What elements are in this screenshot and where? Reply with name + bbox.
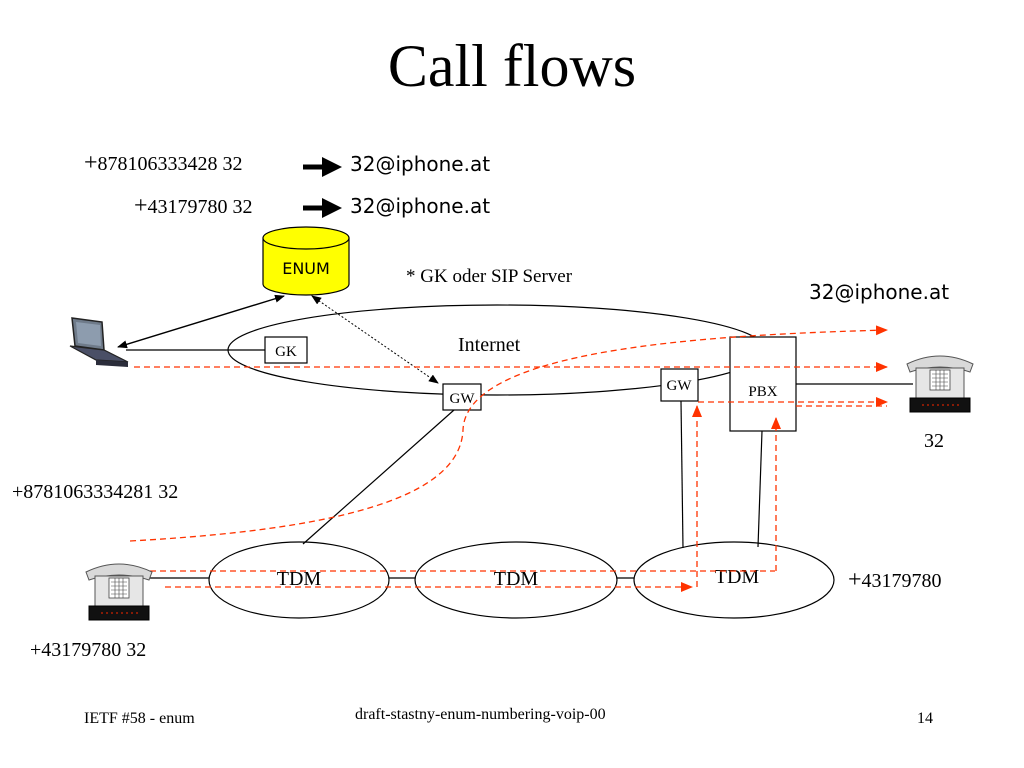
- sip-uri-label: 32@iphone.at: [809, 280, 950, 304]
- left-number-label: +8781063334281 32: [12, 481, 179, 503]
- mapping-plus-2: +: [134, 193, 148, 219]
- gk-box: [264, 336, 308, 364]
- tdm-label-2: TDM: [494, 568, 539, 590]
- right-number-plus: +: [848, 567, 862, 593]
- footer-page-number: 14: [917, 710, 933, 727]
- mapping-digits-2: 43179780 32: [147, 196, 253, 218]
- tdm-network-2: [414, 541, 618, 619]
- tdm-label-1: TDM: [277, 568, 322, 590]
- gk-label: GK: [275, 344, 297, 360]
- gw-pbx-tdm-link: [680, 400, 684, 549]
- tdm-label-3: TDM: [715, 566, 760, 588]
- pbx-label: PBX: [748, 384, 777, 400]
- gk-sip-note: * GK oder SIP Server: [406, 266, 573, 287]
- bottom-number-label: +43179780 32: [30, 639, 147, 661]
- laptop-enum-link: [117, 294, 285, 349]
- arrow-right-icon: [303, 157, 342, 177]
- mapping-target-1: 32@iphone.at: [350, 152, 491, 176]
- enum-gw-query: [311, 295, 439, 384]
- right-number-digits: 43179780: [861, 570, 942, 592]
- pbx-tdm-link: [757, 430, 763, 548]
- arrow-right-icon: [303, 198, 342, 218]
- gw-label-pbx: GW: [667, 378, 693, 394]
- mapping-target-2: 32@iphone.at: [350, 194, 491, 218]
- footer-left: IETF #58 - enum: [84, 710, 195, 727]
- gw-box-pbx: [660, 368, 699, 402]
- footer-center: draft-stastny-enum-numbering-voip-00: [355, 706, 606, 723]
- internet-label: Internet: [458, 334, 521, 356]
- right-number-label: +43179780: [848, 567, 942, 594]
- mapping-number-2: +43179780 32: [134, 193, 253, 220]
- telephone-icon-right: [906, 355, 974, 413]
- tdm-network-1: [208, 541, 390, 619]
- telephone-icon-left: [85, 563, 153, 621]
- enum-database-icon: ENUM: [262, 226, 350, 296]
- enum-label: ENUM: [282, 259, 330, 278]
- flow-sip-route: [129, 325, 888, 542]
- extension-label: 32: [924, 430, 944, 452]
- call-flow-arrows: [129, 325, 888, 592]
- slide-title: Call flows: [387, 33, 637, 99]
- gw-tdm-link: [302, 409, 455, 545]
- tdm-network-3: [633, 541, 835, 619]
- laptop-icon: [69, 317, 129, 367]
- mapping-number-1: +878106333428 32: [84, 150, 243, 177]
- mapping-plus-1: +: [84, 150, 98, 176]
- mapping-digits-1: 878106333428 32: [97, 153, 243, 175]
- gw-label-internet: GW: [450, 391, 476, 407]
